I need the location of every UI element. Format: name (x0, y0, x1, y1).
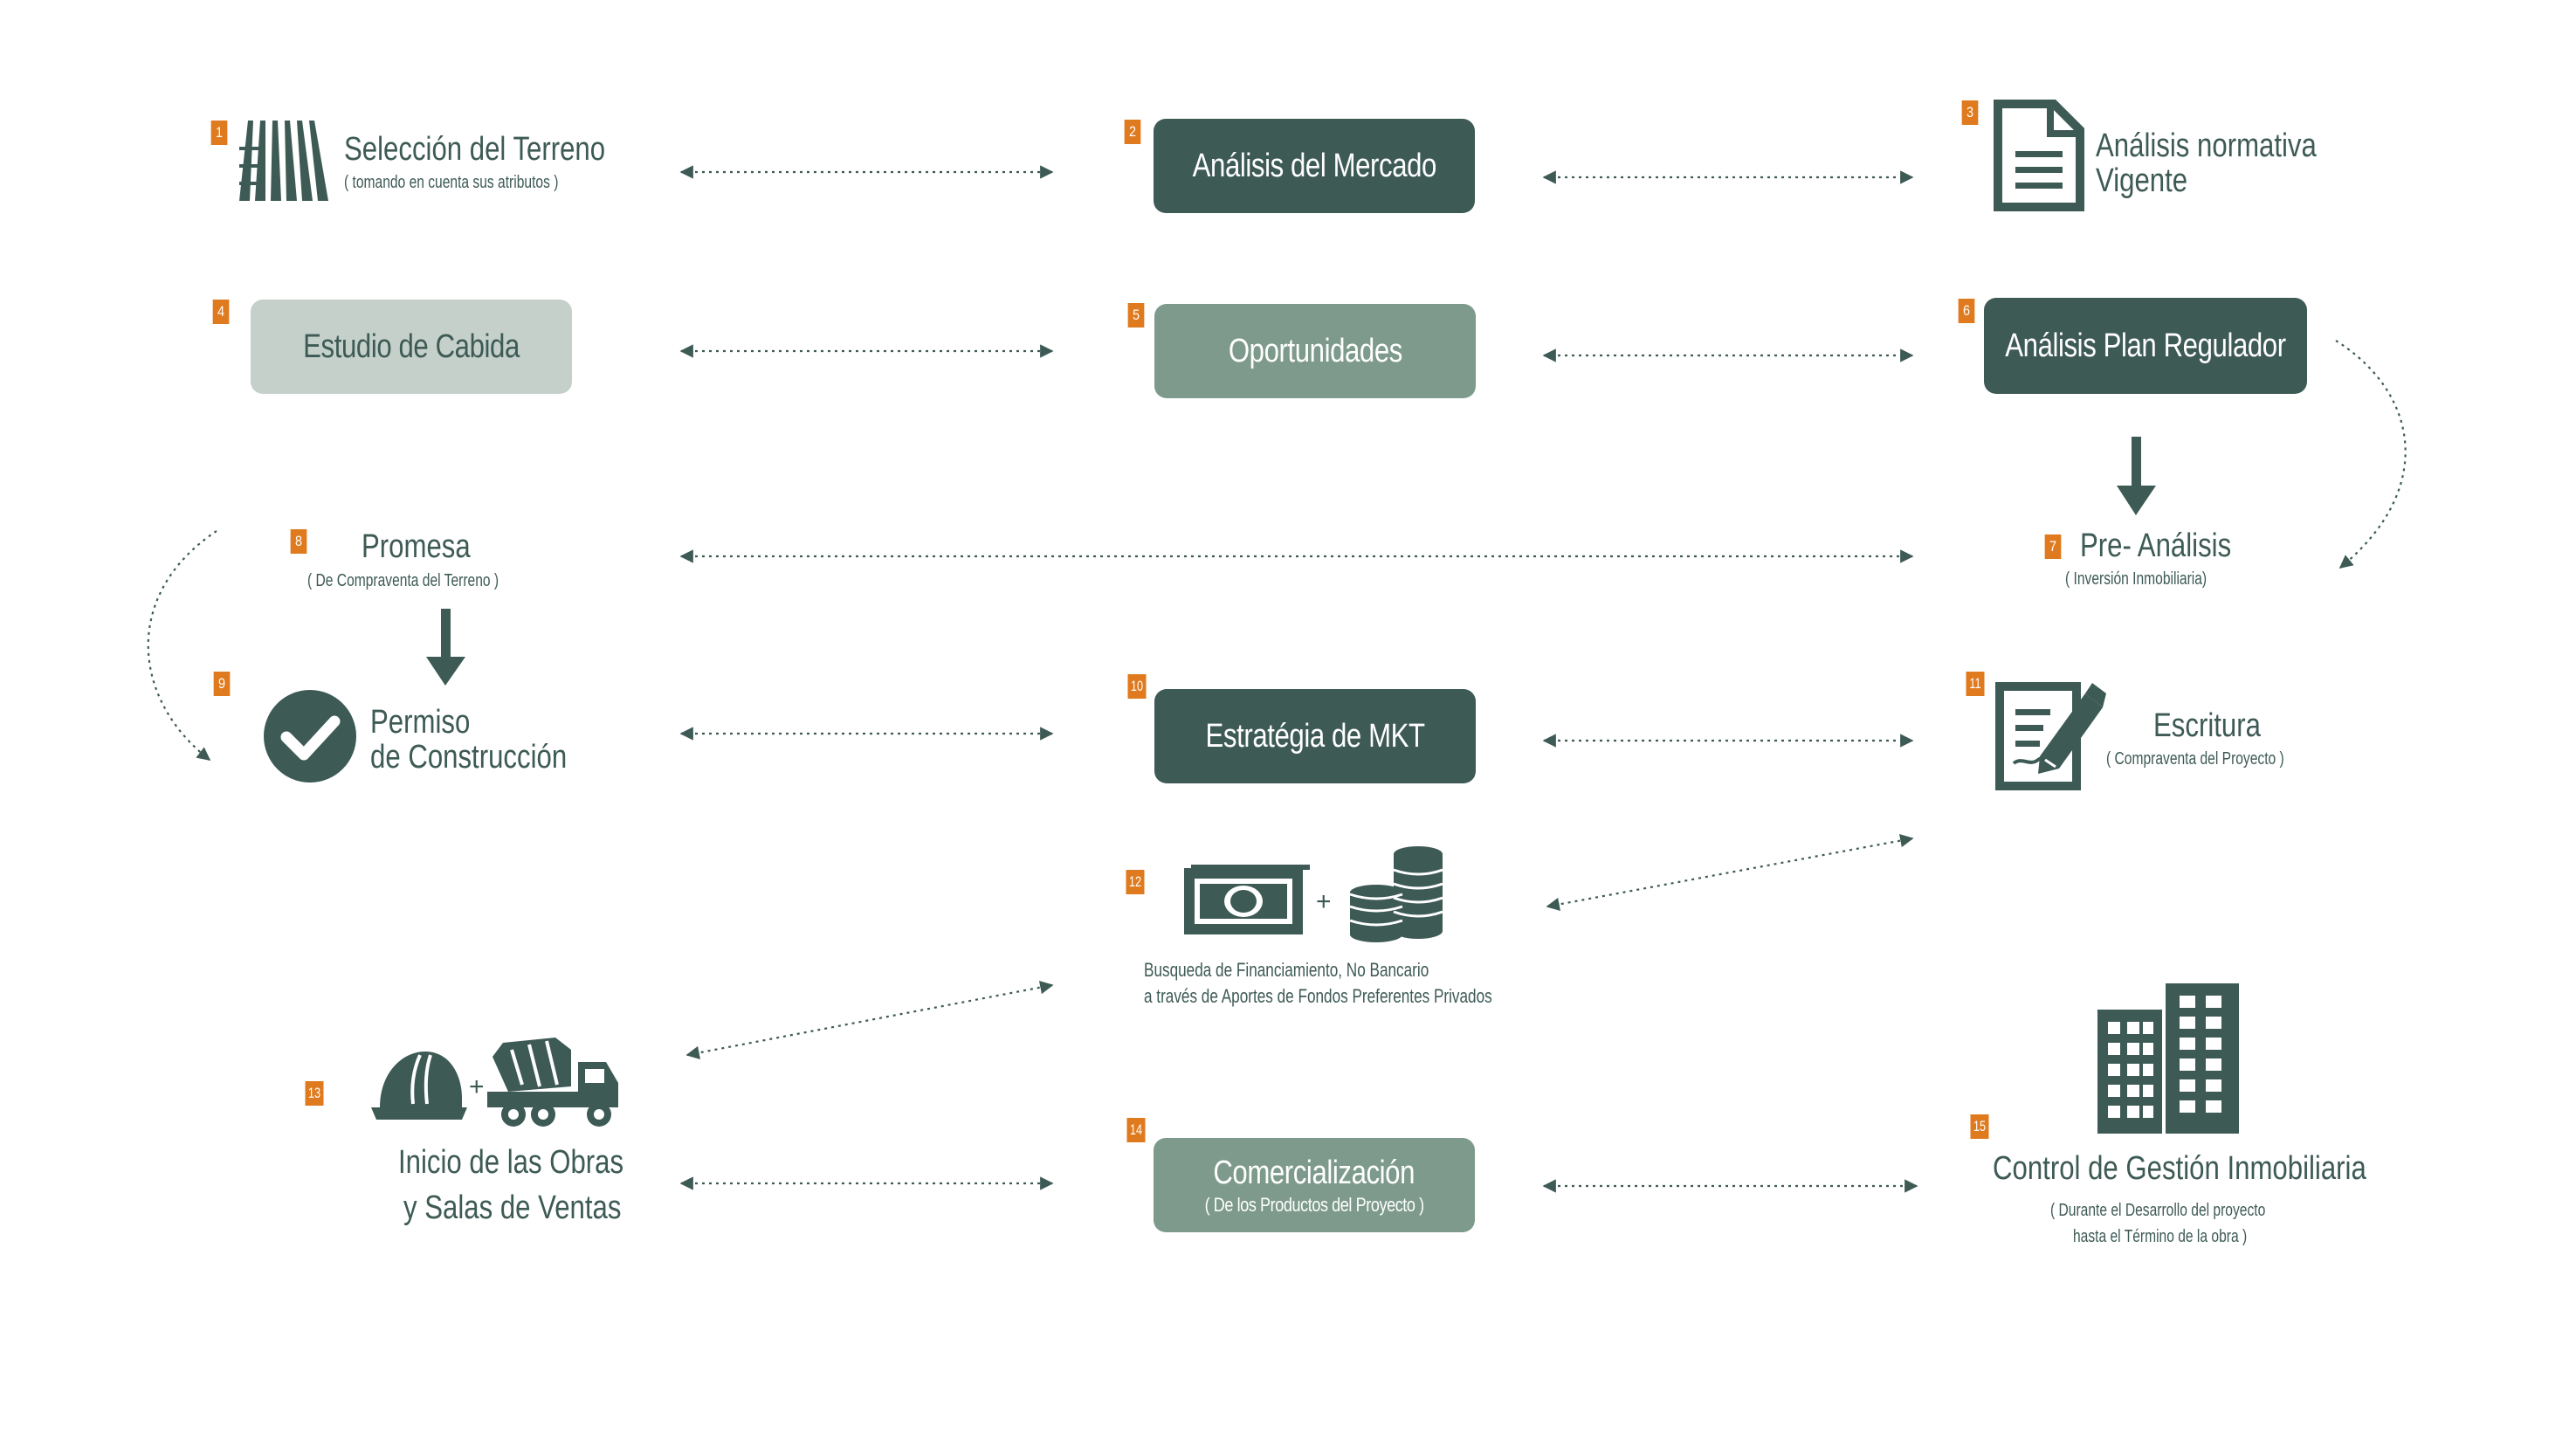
step-3-title-line1: Análisis normativa (2096, 128, 2317, 164)
step-13-title-line2: y Salas de Ventas (403, 1189, 622, 1226)
step-6-box: Análisis Plan Regulador (1984, 298, 2307, 394)
step-number-badge: 6 (1958, 299, 1975, 323)
connector-12-13 (685, 981, 1054, 1059)
step-5-box: Oportunidades (1154, 304, 1476, 398)
step-number-badge: 13 (305, 1081, 324, 1106)
step-15-title: Control de Gestión Inmobiliaria (1993, 1150, 2366, 1187)
step-4-box: Estudio de Cabida (251, 300, 572, 394)
step-10-box: Estratégia de MKT (1154, 689, 1476, 783)
terrain-icon (239, 121, 328, 201)
step-number-badge: 7 (2044, 534, 2062, 559)
step-number-badge: 8 (290, 529, 307, 554)
step-9-title-line1: Permiso (370, 704, 471, 741)
connector-11-12 (1546, 833, 1914, 912)
connector-8-9-curve (147, 530, 217, 761)
arrow-6-to-7-shaft (2132, 437, 2141, 487)
cement-truck-icon (487, 1038, 618, 1127)
plus-sign: + (1316, 887, 1332, 916)
hard-hat-icon (371, 1052, 467, 1120)
step-number-badge: 14 (1126, 1118, 1146, 1142)
arrow-8-to-9-shaft (441, 609, 451, 659)
step-number-badge: 4 (212, 300, 230, 324)
step-1-subtitle: ( tomando en cuenta sus atributos ) (344, 173, 559, 192)
checkmark-icon (264, 690, 356, 783)
step-number-badge: 9 (213, 672, 231, 696)
step-11-subtitle: ( Compraventa del Proyecto ) (2106, 749, 2284, 769)
arrow-6-to-7-head (2117, 486, 2156, 515)
step-7-subtitle: ( Inversión Inmobiliaria) (2065, 569, 2208, 589)
buildings-icon (2097, 983, 2239, 1134)
step-5-title: Oportunidades (1228, 332, 1402, 369)
step-number-badge: 1 (210, 121, 228, 145)
step-number-badge: 15 (1970, 1114, 1989, 1139)
banknote-icon (1184, 865, 1310, 934)
connector-6-7-curve (2335, 340, 2407, 569)
step-12-line1: Busqueda de Financiamiento, No Bancario (1144, 959, 1429, 981)
step-2-title: Análisis del Mercado (1192, 147, 1436, 184)
step-3-title-line2: Vigente (2096, 162, 2188, 199)
step-2-box: Análisis del Mercado (1154, 119, 1475, 213)
step-8-subtitle: ( De Compraventa del Terreno ) (307, 571, 499, 590)
plus-sign: + (469, 1072, 485, 1101)
step-7-title: Pre- Análisis (2080, 527, 2232, 564)
step-15-subtitle-line1: ( Durante el Desarrollo del proyecto (2050, 1201, 2266, 1220)
arrow-8-to-9-head (426, 657, 465, 686)
step-10-title: Estratégia de MKT (1205, 717, 1425, 755)
step-13-title-line1: Inicio de las Obras (398, 1144, 624, 1181)
step-number-badge: 2 (1124, 120, 1141, 144)
step-12-line2: a través de Aportes de Fondos Preferente… (1144, 985, 1492, 1007)
step-number-badge: 11 (1966, 672, 1985, 696)
step-14-subtitle: ( De los Productos del Proyecto ) (1204, 1193, 1424, 1216)
step-14-box: Comercialización ( De los Productos del … (1154, 1138, 1475, 1232)
step-number-badge: 10 (1127, 674, 1147, 699)
document-icon (1994, 100, 2084, 211)
step-6-title: Análisis Plan Regulador (2005, 327, 2286, 364)
step-15-subtitle-line2: hasta el Término de la obra ) (2073, 1227, 2248, 1246)
step-number-badge: 5 (1127, 303, 1145, 328)
step-4-title: Estudio de Cabida (303, 328, 520, 365)
step-9-title-line2: de Construcción (370, 739, 568, 776)
coins-icon (1349, 846, 1443, 942)
step-number-badge: 12 (1126, 870, 1145, 894)
step-11-title: Escritura (2153, 707, 2261, 744)
step-number-badge: 3 (1961, 100, 1979, 125)
step-14-title: Comercialización (1213, 1154, 1415, 1191)
contract-signing-icon (1995, 682, 2106, 790)
step-8-title: Promesa (362, 528, 471, 565)
step-1-title: Selección del Terreno (344, 131, 606, 168)
